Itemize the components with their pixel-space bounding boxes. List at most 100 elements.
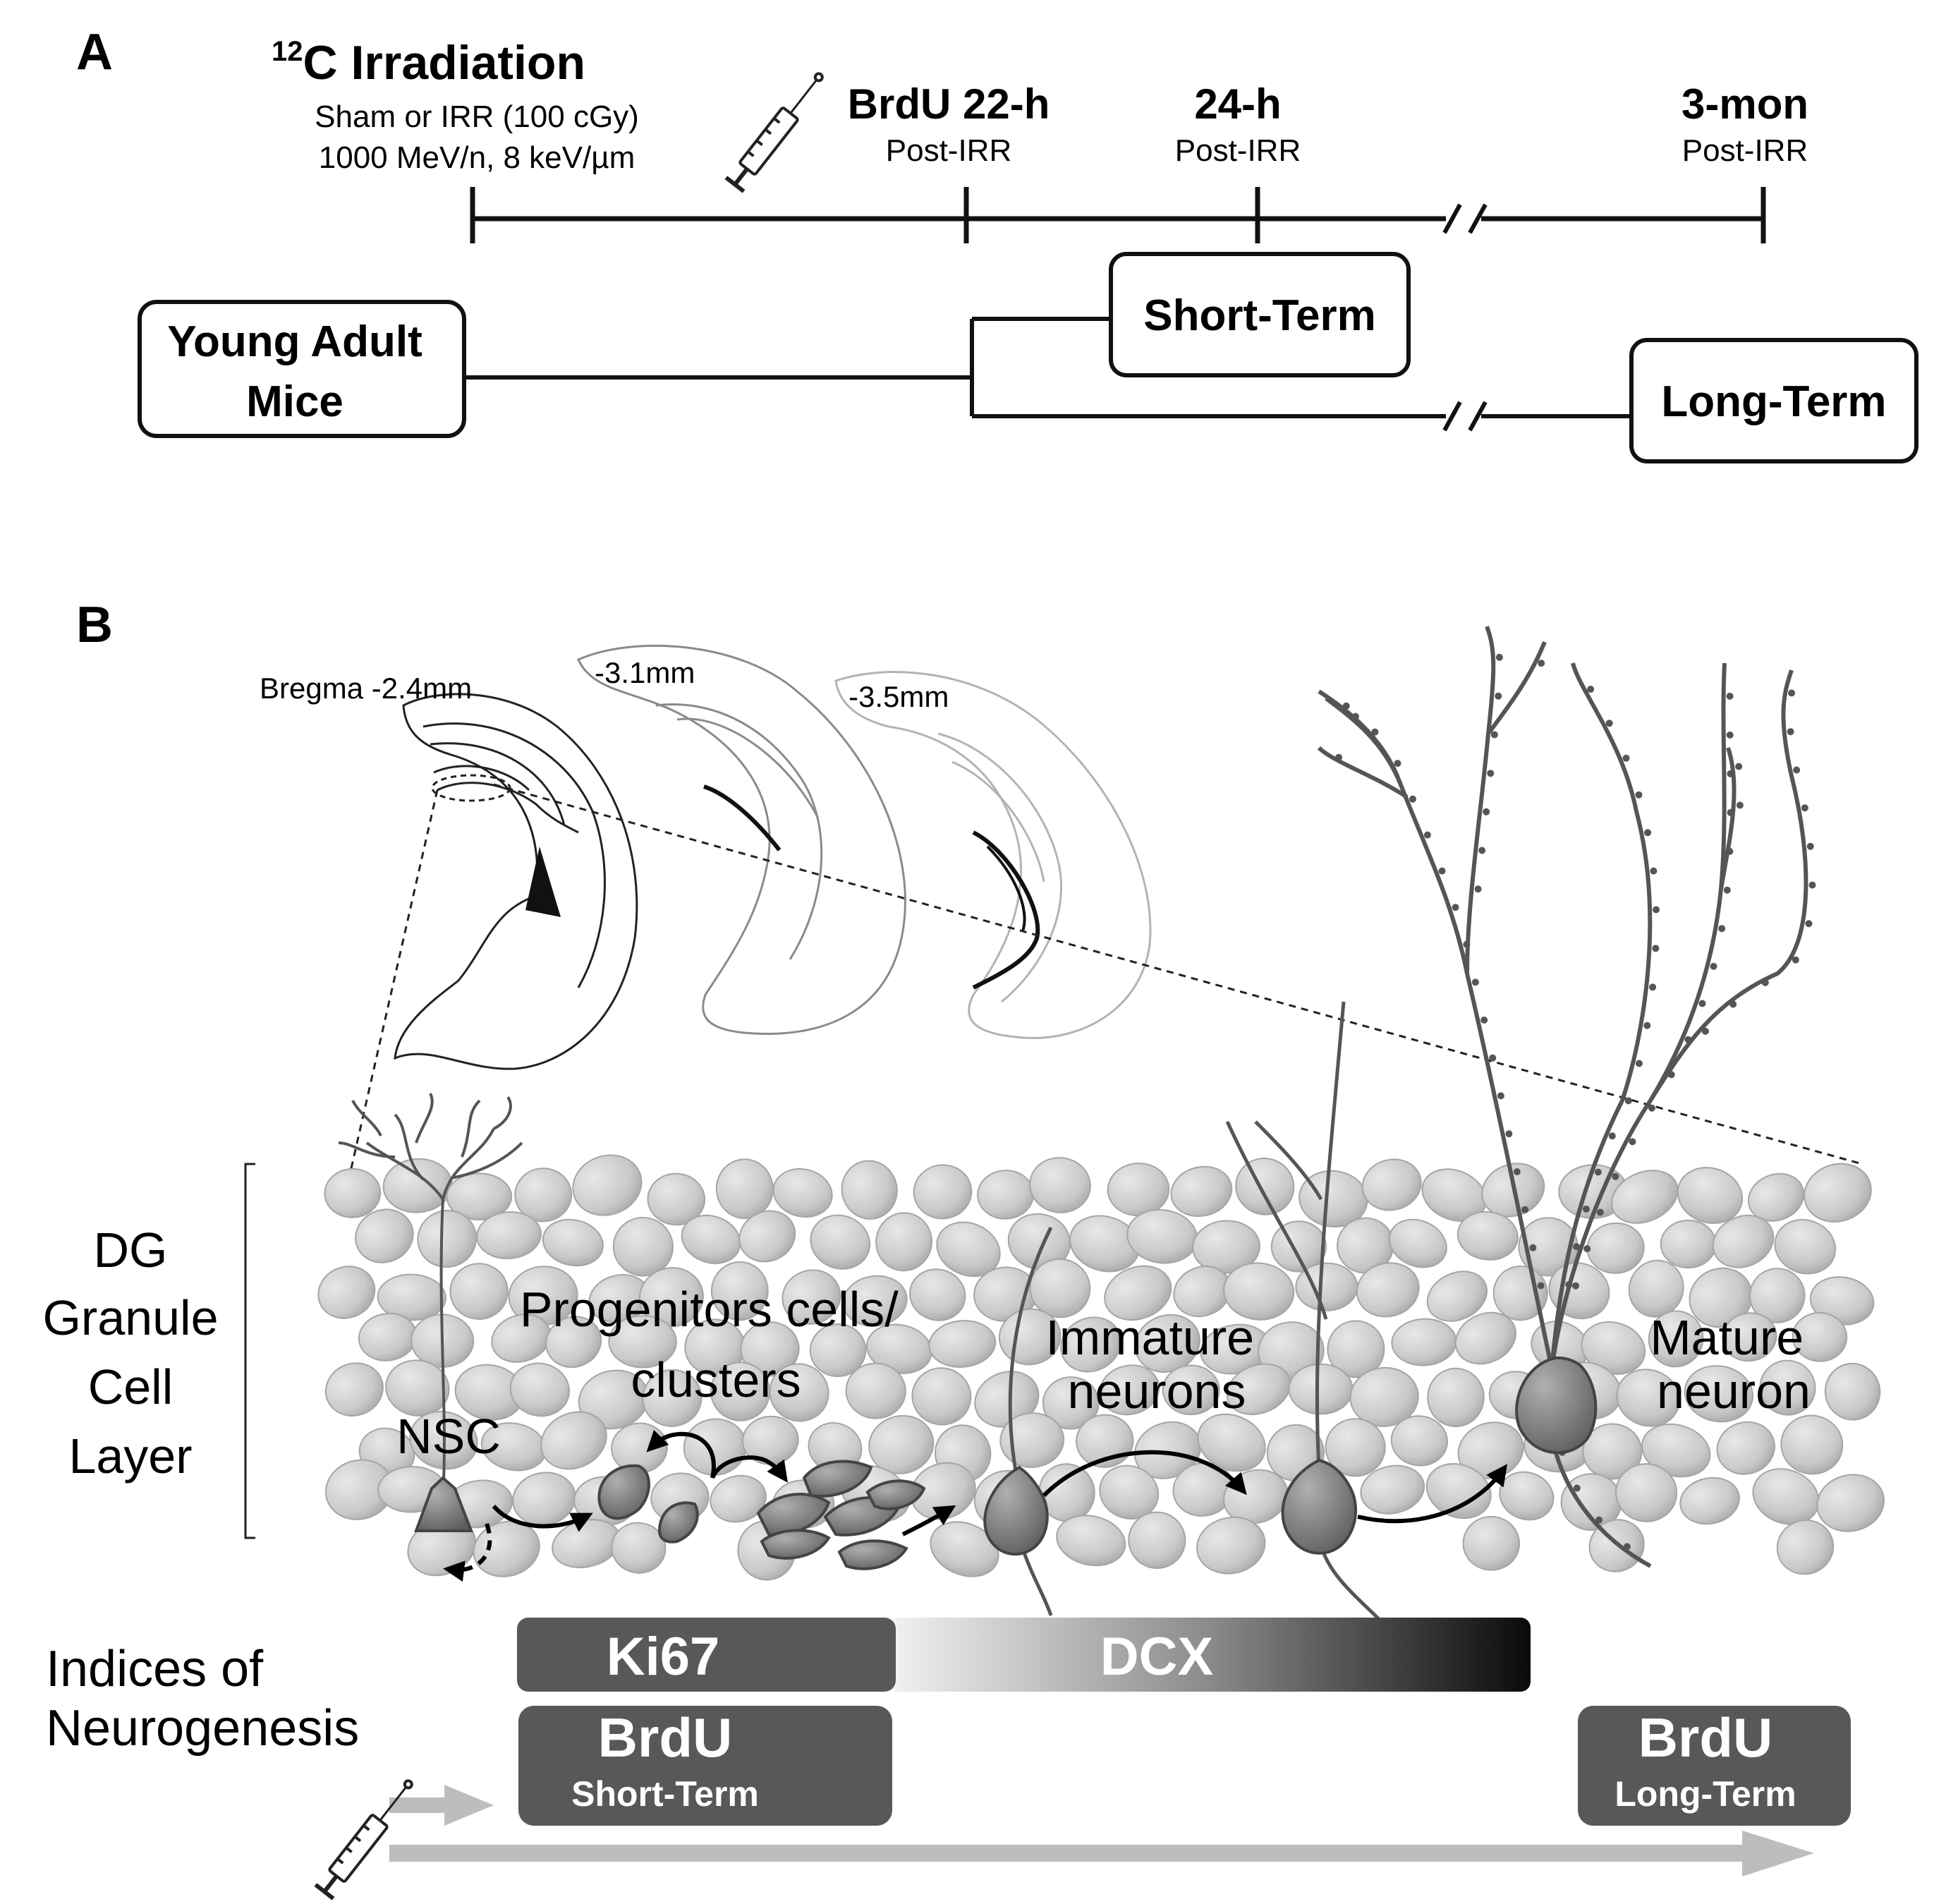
progenitor-cells bbox=[597, 1460, 926, 1570]
brain-section-2 bbox=[577, 644, 906, 1035]
granule-cell bbox=[1456, 1211, 1519, 1261]
dendritic-spine bbox=[1805, 920, 1813, 928]
granule-cell bbox=[809, 1323, 867, 1378]
granule-cell bbox=[1425, 1463, 1492, 1520]
granule-cell bbox=[1712, 1214, 1775, 1268]
granule-cell bbox=[446, 1172, 513, 1220]
granule-cell bbox=[1361, 1158, 1422, 1211]
panel-a-label: A bbox=[76, 24, 113, 80]
dendritic-spine bbox=[1529, 1244, 1537, 1251]
dendritic-spine bbox=[1735, 763, 1743, 770]
maturation-arrow bbox=[1357, 1464, 1508, 1524]
dendritic-spine bbox=[1438, 867, 1446, 875]
granule-cell bbox=[1391, 1318, 1457, 1366]
dendritic-spine bbox=[1806, 842, 1814, 850]
granule-cell bbox=[1056, 1515, 1126, 1567]
dendritic-spine bbox=[1480, 1017, 1488, 1024]
dendritic-spine bbox=[1490, 731, 1498, 739]
granule-cell bbox=[911, 1367, 972, 1426]
granule-cell bbox=[1816, 1474, 1885, 1532]
dendritic-spine bbox=[1471, 978, 1479, 986]
granule-cell bbox=[1792, 1311, 1848, 1362]
granule-cell bbox=[1615, 1463, 1678, 1522]
dendritic-spine bbox=[1487, 770, 1495, 777]
dendritic-spine bbox=[1808, 881, 1816, 889]
dendritic-spine bbox=[1582, 1205, 1590, 1213]
nsc-label: NSC bbox=[396, 1409, 501, 1464]
dendritic-spine bbox=[1636, 1060, 1643, 1067]
granule-cell bbox=[1360, 1465, 1425, 1515]
immature-label-line: Immature bbox=[1045, 1310, 1254, 1365]
dendritic-spine bbox=[1726, 847, 1734, 855]
dentate-gyrus-trace bbox=[703, 784, 781, 851]
dcx-label: DCX bbox=[1100, 1627, 1214, 1687]
dendritic-spine bbox=[1474, 885, 1482, 893]
dendritic-spine bbox=[1698, 1000, 1706, 1007]
dendritic-spine bbox=[1635, 791, 1643, 799]
granule-cell bbox=[1776, 1519, 1835, 1575]
brdu-short-sub: Short-Term bbox=[571, 1774, 759, 1814]
granule-cell bbox=[845, 1362, 906, 1419]
granule-cell bbox=[715, 1158, 774, 1220]
timepoint-sub: Post-IRR bbox=[1682, 133, 1808, 168]
dendritic-spine bbox=[1352, 713, 1359, 720]
granule-cell bbox=[841, 1160, 898, 1220]
mature-neuron bbox=[1317, 625, 1816, 1568]
granule-cell bbox=[1226, 1363, 1291, 1416]
time-arrow bbox=[389, 1831, 1814, 1876]
dendritic-spine bbox=[1624, 1097, 1632, 1105]
dendritic-spine bbox=[1505, 1130, 1513, 1138]
zoom-guide-lines bbox=[343, 783, 1863, 1200]
granule-cell bbox=[928, 1320, 997, 1368]
dendritic-spine bbox=[1587, 686, 1595, 693]
dendritic-spine bbox=[1572, 1282, 1579, 1290]
granule-cell bbox=[1747, 1172, 1805, 1222]
granule-cell bbox=[1162, 1364, 1220, 1416]
progenitors-label: Progenitors cells/ clusters bbox=[520, 1282, 912, 1407]
dendritic-spine bbox=[1605, 720, 1613, 727]
granule-cell bbox=[1628, 1259, 1684, 1318]
mature-label-line: neuron bbox=[1657, 1364, 1811, 1419]
irradiation-main: C Irradiation bbox=[303, 36, 586, 90]
granule-cell bbox=[1104, 1265, 1172, 1321]
dendritic-spine bbox=[1736, 801, 1744, 809]
dendritic-spine bbox=[1792, 956, 1799, 964]
irradiation-superscript: 12 bbox=[272, 36, 303, 67]
panel-a: A 12C Irradiation Sham or IRR (100 cGy) … bbox=[76, 24, 1918, 463]
immature-neuron bbox=[1225, 1001, 1384, 1624]
indices-label-line: Indices of bbox=[46, 1641, 264, 1697]
granule-cell bbox=[382, 1158, 453, 1213]
axis-break-icon bbox=[1442, 401, 1488, 432]
dendritic-spine bbox=[1537, 1282, 1545, 1290]
granule-cell bbox=[1454, 1311, 1517, 1365]
granule-cell bbox=[740, 1321, 800, 1377]
dendritic-spine bbox=[1371, 728, 1379, 736]
young-adult-mice-box: Young Adult Mice bbox=[138, 300, 466, 438]
granule-cell bbox=[710, 1474, 767, 1523]
indices-label-line: Neurogenesis bbox=[46, 1700, 359, 1757]
panel-b: B Bregma -2.4mm -3.1mm -3.5mm bbox=[42, 597, 1885, 1900]
injection-arrow bbox=[389, 1785, 494, 1826]
dendritic-spine bbox=[1483, 808, 1490, 815]
mature-label-line: Mature bbox=[1650, 1310, 1804, 1365]
granule-cell bbox=[1107, 1163, 1170, 1217]
granule-cell bbox=[1170, 1165, 1233, 1218]
granule-cell bbox=[1042, 1376, 1100, 1430]
granule-cell bbox=[681, 1214, 741, 1264]
dendritic-spine bbox=[1495, 653, 1503, 661]
dendritic-spine bbox=[1652, 945, 1660, 952]
dendritic-spine bbox=[1612, 1172, 1619, 1180]
granule-cell bbox=[999, 1412, 1065, 1468]
granule-cell bbox=[1462, 1515, 1521, 1571]
timepoint-title: BrdU 22-h bbox=[848, 80, 1050, 128]
granule-cell bbox=[710, 1362, 771, 1421]
dendritic-spine bbox=[1495, 692, 1502, 700]
dentate-gyrus-trace bbox=[986, 845, 1026, 932]
dendritic-spine bbox=[1793, 766, 1801, 774]
layer-label: DG Granule Cell Layer bbox=[42, 1223, 218, 1484]
dendritic-spine bbox=[1594, 1168, 1602, 1176]
short-term-box: Short-Term bbox=[1109, 252, 1411, 377]
granule-cell bbox=[545, 1316, 602, 1368]
granule-cell bbox=[1235, 1158, 1295, 1215]
